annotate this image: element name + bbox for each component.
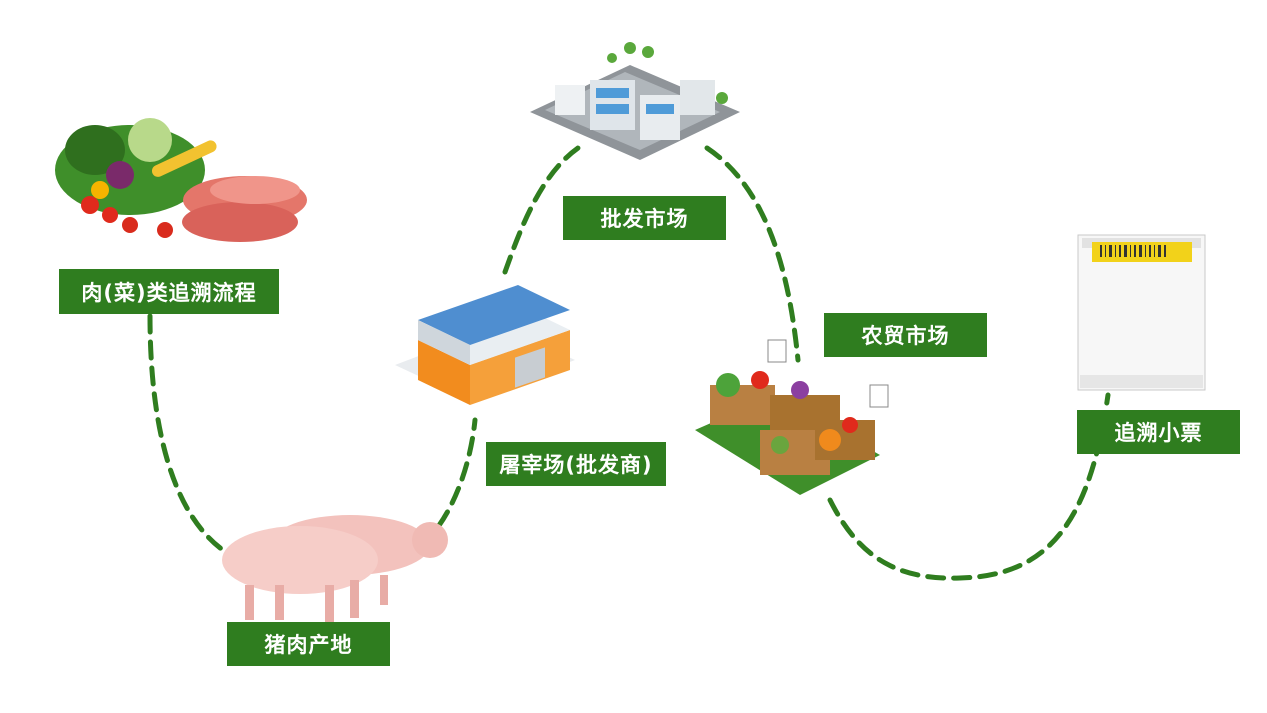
node-label-ticket: 追溯小票 [1077, 410, 1240, 454]
pigs-icon [222, 515, 448, 623]
node-label-wholesale: 批发市场 [563, 196, 726, 240]
node-label-farm: 猪肉产地 [227, 622, 390, 666]
node-label-start: 肉(菜)类追溯流程 [59, 269, 279, 314]
warehouse-icon [395, 285, 575, 405]
node-label-slaughter: 屠宰场(批发商) [486, 442, 666, 486]
market-buildings-icon [530, 42, 740, 160]
meat-vegetables-icon [55, 118, 307, 242]
node-label-market: 农贸市场 [824, 313, 987, 357]
flow-connector [147, 145, 1111, 581]
produce-stall-icon [695, 339, 889, 495]
receipt-ticket-icon [1077, 234, 1206, 391]
